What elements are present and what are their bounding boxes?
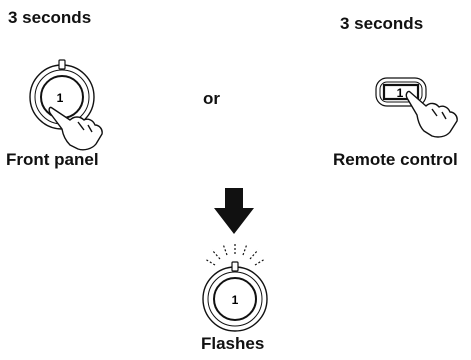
flashing-knob-diagram: 1 [202,242,268,332]
remote-control-duration: 3 seconds [340,14,424,33]
remote-control-caption: Remote control [333,150,458,169]
down-arrow-icon [214,188,254,234]
flash-rays-icon [204,242,266,266]
or-connector: or [203,89,220,108]
front-panel-knob-diagram: 1 [29,59,103,151]
front-panel-knob-number: 1 [57,91,64,105]
remote-control-key-diagram: 1 [375,77,458,138]
front-panel-caption: Front panel [6,150,99,169]
flashing-knob: 1 [202,261,268,332]
pointing-hand-icon [48,106,103,151]
front-panel-duration: 3 seconds [8,8,92,27]
remote-key-number: 1 [397,86,404,100]
flashes-caption: Flashes [201,334,265,353]
flashing-knob-number: 1 [232,293,239,307]
pointing-hand-icon [405,90,458,138]
